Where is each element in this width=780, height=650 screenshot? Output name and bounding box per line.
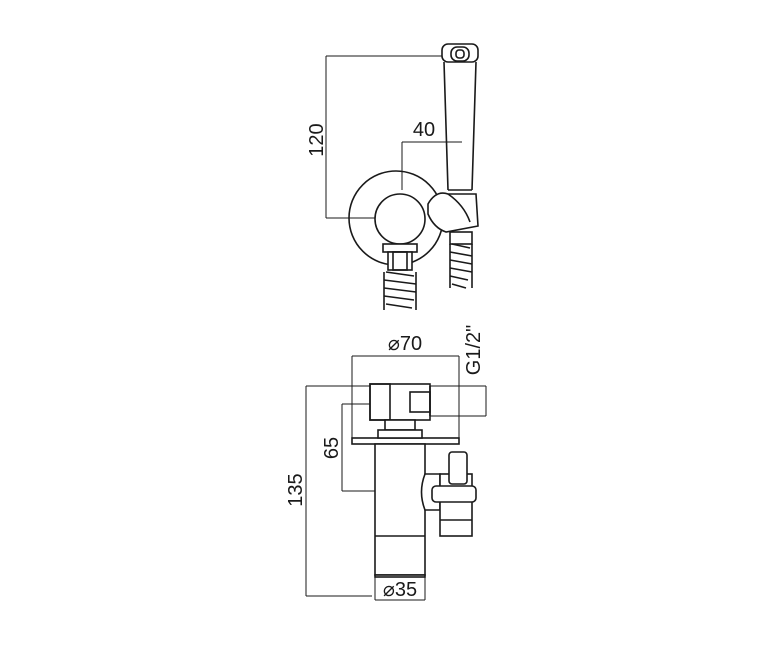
- dimension-135: 135: [285, 385, 372, 597]
- dimension-40: 40: [401, 119, 462, 190]
- dim-label-120: 120: [306, 123, 328, 156]
- valve-body: [374, 443, 426, 578]
- dimension-thread: G1/2": [430, 325, 487, 417]
- bottom-outlet: [382, 243, 418, 310]
- valve-neck: [377, 419, 423, 439]
- valve-head: [369, 383, 431, 421]
- side-outlet: [420, 451, 477, 537]
- dim-label-65: 65: [321, 437, 343, 459]
- valve-knob-circle: [374, 193, 426, 245]
- hand-shower: [427, 43, 479, 289]
- dimension-120: 120: [306, 55, 456, 219]
- dimension-diameter-35: ⌀35: [374, 575, 426, 601]
- dimension-diameter-70: ⌀70: [351, 333, 460, 440]
- wall-plate: [351, 437, 460, 445]
- top-view: 120 40: [306, 43, 479, 310]
- dim-label-135: 135: [285, 473, 307, 506]
- dim-label-diameter-70: ⌀70: [388, 333, 422, 355]
- bottom-view: ⌀70 G1/2" 135 65 ⌀35: [285, 325, 487, 601]
- dim-label-thread: G1/2": [463, 325, 485, 375]
- dim-label-40: 40: [413, 119, 435, 141]
- dim-label-diameter-35: ⌀35: [383, 579, 417, 601]
